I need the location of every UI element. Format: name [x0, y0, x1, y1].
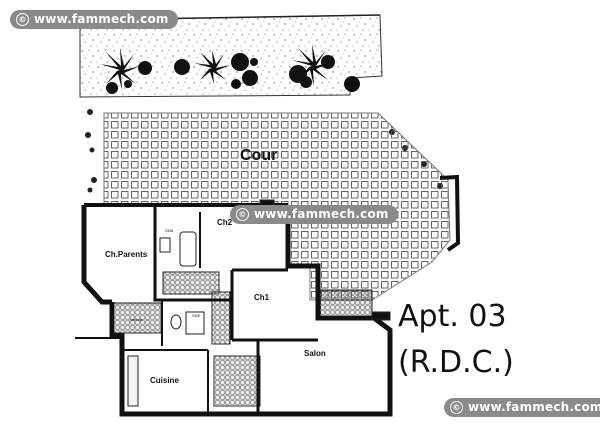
- watermark-text: www.fammech.com: [468, 400, 600, 414]
- bathtub-icon: [179, 231, 197, 267]
- watermark-text: www.fammech.com: [254, 207, 389, 221]
- room-label-courtyard: Cour: [240, 147, 277, 164]
- tiled-patch: [211, 291, 231, 345]
- bush-icon: [344, 76, 360, 92]
- bush-icon: [138, 61, 152, 75]
- copyright-icon: ©: [16, 13, 29, 26]
- bush-icon: [321, 55, 335, 69]
- toilet-icon: [170, 314, 182, 330]
- palm-tree-icon: [194, 50, 230, 84]
- watermark-top-left: © www.fammech.com: [10, 10, 178, 29]
- room-label-laundry: séchoir: [130, 317, 144, 322]
- tiled-patch: [317, 289, 373, 321]
- palm-tree-icon: [289, 44, 332, 88]
- room-label-bedroom-2: Ch2: [217, 218, 233, 227]
- sink-icon: [159, 237, 171, 253]
- room-label-living-room: Salon: [304, 349, 326, 358]
- room-label-shower-room: SDE: [192, 313, 201, 318]
- room-label-bedroom-1: Ch1: [254, 293, 270, 302]
- watermark-bottom-right: © www.fammech.com: [444, 398, 600, 417]
- plants: [85, 44, 443, 193]
- room-label-bathroom: SDB: [165, 228, 174, 233]
- apartment-level: (R.D.C.): [398, 345, 514, 380]
- kitchen-counter: [127, 355, 139, 407]
- bush-icon: [174, 59, 190, 75]
- watermark-text: www.fammech.com: [34, 12, 169, 26]
- room-label-parents-bedroom: Ch.Parents: [105, 250, 148, 259]
- room-label-kitchen: Cuisine: [150, 376, 179, 385]
- window-frame: [371, 311, 391, 321]
- watermark-center: © www.fammech.com: [230, 205, 398, 224]
- apartment-title: Apt. 03: [398, 299, 507, 334]
- shower-icon: [185, 311, 205, 335]
- copyright-icon: ©: [450, 401, 463, 414]
- palm-tree-icon: [100, 48, 140, 94]
- fixtures: [127, 199, 391, 407]
- tiled-patch: [162, 271, 220, 295]
- tiled-patch: [112, 302, 162, 334]
- tiled-patch: [213, 355, 261, 407]
- bush-icon: [231, 53, 258, 89]
- copyright-icon: ©: [236, 208, 249, 221]
